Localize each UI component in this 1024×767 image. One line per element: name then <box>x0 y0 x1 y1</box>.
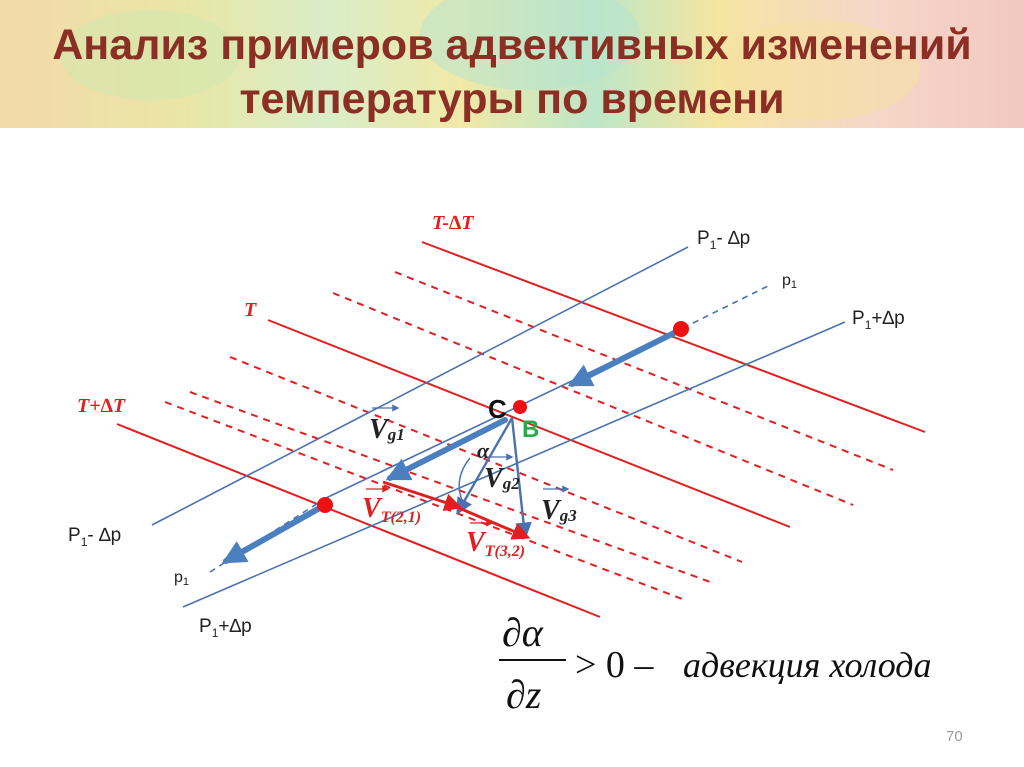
dashed-isotherm <box>332 292 854 506</box>
title-line-2: температуры по времени <box>239 75 785 123</box>
thin-vectors <box>456 417 532 540</box>
formula-denominator: ∂z <box>506 672 542 717</box>
advection-formula: ∂α ∂z > 0 – адвекция холода <box>499 610 931 717</box>
label-vt32: VT(3,2) <box>466 527 525 560</box>
vector-vg1-arrow <box>385 417 508 481</box>
red-point-top <box>673 321 689 337</box>
isobar-p1-plus <box>182 321 846 608</box>
wind-arrow-top <box>567 327 683 387</box>
vector-vg2-arrow <box>456 417 514 515</box>
label-p1-top: p1 <box>782 272 797 291</box>
map-background-blob <box>720 20 920 120</box>
formula-numerator: ∂α <box>502 610 544 655</box>
vector-vg3-arrow <box>510 417 532 540</box>
dashed-isotherm <box>164 401 686 601</box>
label-t-minus-dt: T-∆T <box>432 212 474 234</box>
label-vg3: Vg3 <box>541 495 577 526</box>
thermal-hat-arrows <box>366 485 494 527</box>
label-vg1: Vg1 <box>369 414 405 445</box>
slide-title: Анализ примеров адвективных изменений те… <box>0 18 1024 126</box>
red-point-center <box>513 400 527 414</box>
wind-arrows <box>221 327 683 564</box>
label-point-b: B <box>522 416 539 443</box>
label-p1-bottom: p1 <box>174 569 189 588</box>
angle-arc <box>458 457 471 506</box>
label-t-plus-dt: T+∆T <box>77 395 126 417</box>
wind-arrow-bottom <box>221 502 328 564</box>
page-number: 70 <box>946 728 963 745</box>
isotherms <box>116 241 926 618</box>
dashed-isotherm <box>229 356 743 563</box>
label-t: T <box>244 299 257 321</box>
vector-hat-arrows <box>372 404 570 493</box>
intermediate-isotherms <box>164 271 894 601</box>
map-background-blob <box>60 10 240 100</box>
isobar-p1-dashed-top <box>682 284 771 329</box>
isotherm-t <box>267 319 791 528</box>
label-alpha: α <box>477 438 490 463</box>
formula-relation: > 0 – <box>575 644 654 686</box>
title-line-1: Анализ примеров адвективных изменений <box>52 21 972 69</box>
dashed-isotherm <box>394 271 894 471</box>
formula-text: адвекция холода <box>683 645 931 685</box>
label-vt21: VT(2,1) <box>362 493 421 526</box>
label-p1-minus-bottom: P1- ∆p <box>68 525 121 549</box>
label-p1-plus-top: P1+∆p <box>852 308 905 332</box>
slide-header: Анализ примеров адвективных изменений те… <box>0 0 1024 128</box>
label-vg2: Vg2 <box>484 463 520 494</box>
red-point-bottom <box>317 497 333 513</box>
isotherm-t-minus <box>421 241 926 433</box>
isotherm-t-plus <box>116 423 601 618</box>
label-point-c: C <box>488 394 507 424</box>
map-background-blob <box>420 0 640 90</box>
isobar-p1-minus <box>151 246 689 526</box>
label-p1-plus-bottom: P1+∆p <box>199 616 252 640</box>
vector-vt21-arrow <box>382 480 463 512</box>
dashed-isotherm <box>189 391 714 584</box>
label-p1-minus-top: P1- ∆p <box>697 228 750 252</box>
